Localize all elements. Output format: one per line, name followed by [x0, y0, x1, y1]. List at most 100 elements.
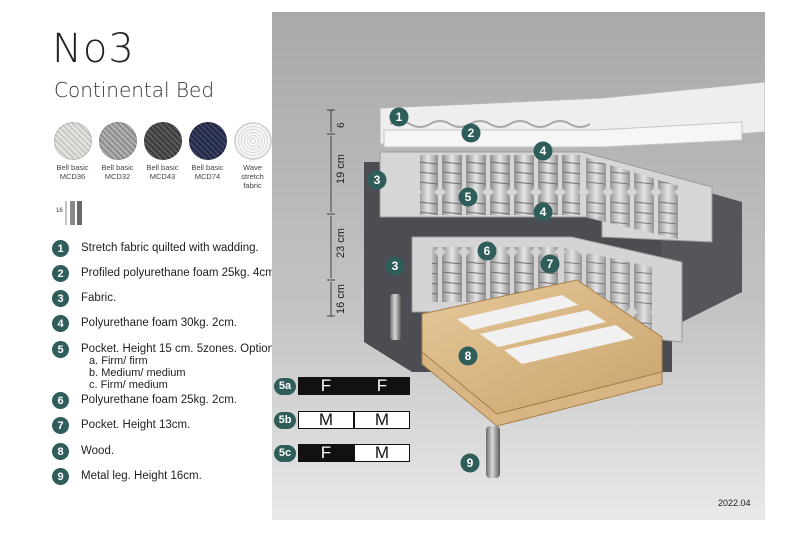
feature-5-option-a: a. Firm/ firm: [89, 355, 148, 367]
feature-badge-5: 5: [52, 341, 69, 358]
callout-2-label: 2: [468, 126, 475, 140]
callout-9-label: 9: [467, 456, 474, 470]
leg-icon-leg-1: [70, 201, 75, 225]
swatch-mcd32-line2: MCD32: [104, 172, 131, 181]
callouts: 1 2 3 4 5 4 6 7 3 8 9: [367, 107, 560, 473]
callout-3-upper-label: 3: [374, 173, 381, 187]
callout-3-lower: [385, 256, 405, 276]
callout-6-label: 6: [484, 244, 491, 258]
upper-springs-side: [584, 157, 682, 240]
revision-date: 2022.04: [718, 498, 751, 508]
option-row-5b: 5b M M: [274, 410, 410, 429]
callout-7: [540, 254, 560, 274]
swatch-mcd74-circle: [188, 122, 227, 160]
option-5c-left: F: [298, 443, 354, 462]
callout-5-label: 5: [465, 190, 472, 204]
callout-1-label: 1: [396, 110, 403, 124]
feature-item-7: 7 Pocket. Height 13cm.: [52, 417, 190, 434]
feature-item-6: 6 Polyurethane foam 25kg. 2cm.: [52, 392, 237, 409]
swatch-wave-line1: Wave: [243, 163, 262, 172]
feature-badge-8: 8: [52, 443, 69, 460]
option-cells-5b: M M: [298, 410, 410, 429]
option-badge-5c: 5c: [274, 444, 296, 462]
swatch-wave-line2: stretch fabric: [241, 172, 264, 190]
wood-slat-3: [504, 325, 634, 364]
option-5a-right: F: [354, 376, 410, 395]
dim-label-leg: 16 cm: [335, 284, 347, 314]
feature-text-3: Fabric.: [81, 292, 117, 304]
callout-4-lower: [533, 202, 553, 222]
leg-icon-label: 16: [56, 208, 63, 214]
feature-text-5: Pocket. Height 15 cm. 5zones. Option:: [81, 343, 278, 355]
dim-label-upper: 19 cm: [335, 154, 347, 184]
feature-badge-9: 9: [52, 468, 69, 485]
callout-4-lower-label: 4: [540, 205, 547, 219]
feature-item-4: 4 Polyurethane foam 30kg. 2cm.: [52, 315, 237, 332]
option-5b-left: M: [298, 410, 354, 429]
swatch-mcd36-circle: [53, 122, 92, 160]
feature-text-5-block: Pocket. Height 15 cm. 5zones. Option: a.…: [81, 343, 277, 391]
feature-text-1: Stretch fabric quilted with wadding.: [81, 242, 259, 254]
swatch-mcd74-line2: MCD74: [194, 172, 221, 181]
feature-badge-2: 2: [52, 265, 69, 282]
leg-back: [390, 294, 401, 340]
callout-2: [461, 123, 481, 143]
wood-slat-2: [480, 310, 606, 347]
option-5a-left: F: [298, 376, 354, 395]
option-cells-5c: F M: [298, 443, 410, 462]
swatch-mcd36-line1: Bell basic: [56, 163, 89, 172]
feature-item-5: 5 Pocket. Height 15 cm. 5zones. Option: …: [52, 341, 277, 391]
callout-9: [460, 453, 480, 473]
callout-8: [458, 346, 478, 366]
feature-text-2: Profiled polyurethane foam 25kg. 4cm.: [81, 267, 278, 279]
feature-badge-6: 6: [52, 392, 69, 409]
feature-text-8: Wood.: [81, 445, 115, 457]
leg-icon: 16: [56, 201, 82, 225]
feature-badge-3: 3: [52, 290, 69, 307]
callout-7-label: 7: [547, 257, 554, 271]
swatch-mcd36-line2: MCD36: [59, 172, 86, 181]
swatch-mcd32-circle: [98, 122, 137, 160]
upper-springs-front: [420, 155, 580, 215]
swatch-wave-circle: [233, 122, 272, 160]
dimension-markers: [327, 109, 335, 317]
feature-text-4: Polyurethane foam 30kg. 2cm.: [81, 317, 237, 329]
callout-4-upper-label: 4: [540, 144, 547, 158]
bed-cutaway-diagram: 6 19 cm 23 cm 16 cm 1 2 3 4 5 4 6: [272, 12, 765, 520]
callout-5: [458, 187, 478, 207]
leg-icon-leg-2: [77, 201, 82, 225]
swatch-mcd43-line2: MCD43: [149, 172, 176, 181]
swatch-mcd74-line1: Bell basic: [191, 163, 224, 172]
topper-foam-profile: [389, 120, 591, 128]
option-5c-right: M: [354, 443, 410, 462]
feature-badge-1: 1: [52, 240, 69, 257]
swatch-mcd32-line1: Bell basic: [101, 163, 134, 172]
option-row-5c: 5c F M: [274, 443, 410, 462]
feature-item-3: 3 Fabric.: [52, 290, 116, 307]
swatch-mcd43-circle: [143, 122, 182, 160]
callout-6: [477, 241, 497, 261]
feature-text-7: Pocket. Height 13cm.: [81, 419, 191, 431]
feature-item-2: 2 Profiled polyurethane foam 25kg. 4cm.: [52, 265, 278, 282]
option-cells-5a: F F: [298, 376, 410, 395]
page-title: No3: [52, 26, 135, 72]
callout-8-label: 8: [465, 349, 472, 363]
page-subtitle: Continental Bed: [54, 78, 215, 102]
dim-label-top: 6: [336, 122, 347, 128]
wood-front-edge: [421, 350, 663, 427]
feature-badge-4: 4: [52, 315, 69, 332]
wood-slat-1: [457, 295, 578, 330]
feature-5-option-c: c. Firm/ medium: [89, 379, 168, 391]
feature-item-9: 9 Metal leg. Height 16cm.: [52, 468, 202, 485]
feature-item-8: 8 Wood.: [52, 443, 114, 460]
callout-3-lower-label: 3: [392, 259, 399, 273]
dim-label-lower: 23 cm: [335, 228, 347, 258]
